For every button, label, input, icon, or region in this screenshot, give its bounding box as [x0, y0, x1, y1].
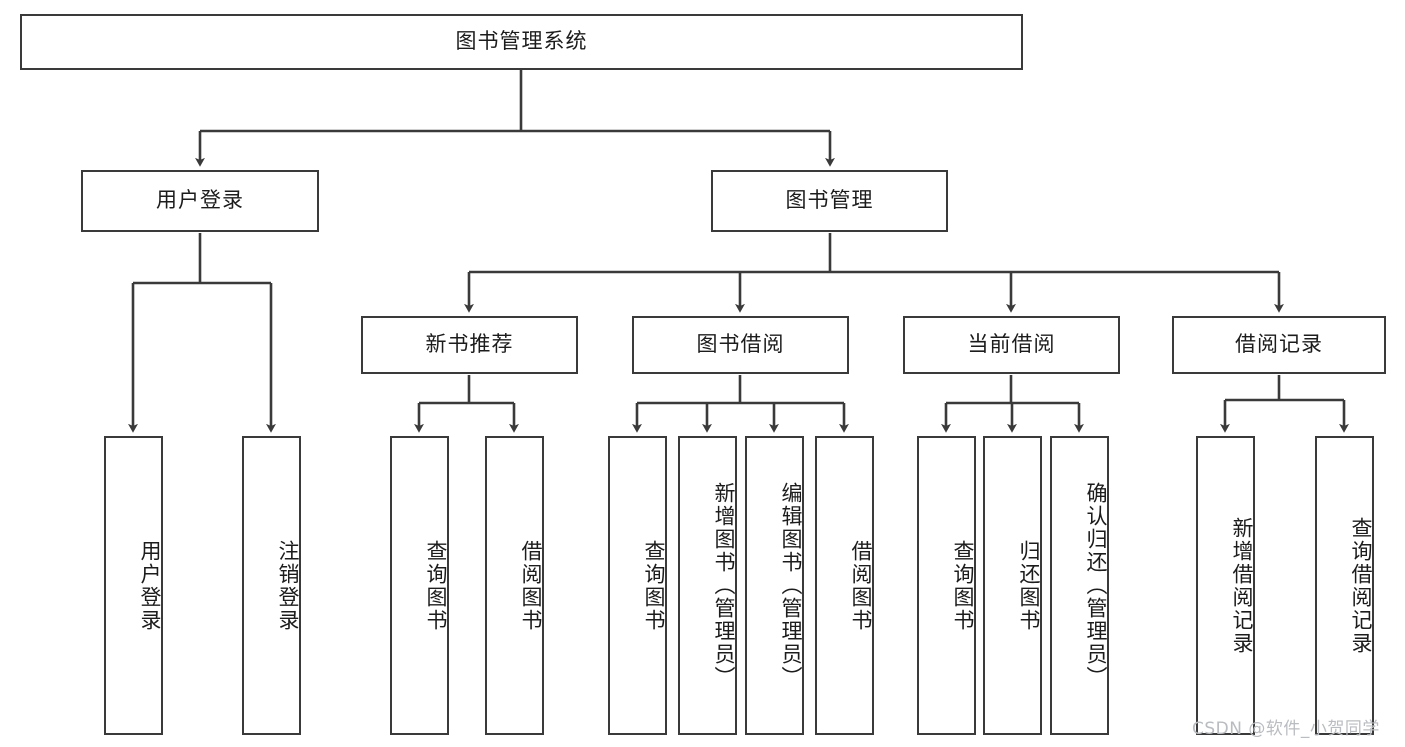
leaf-query-book-2-label: 查询图书	[642, 539, 666, 632]
leaf-borrow-book-1[interactable]: 借阅图书	[485, 436, 544, 735]
node-current-borrow[interactable]: 当前借阅	[903, 316, 1120, 374]
node-user-login[interactable]: 用户登录	[81, 170, 319, 232]
node-new-book-recommend[interactable]: 新书推荐	[361, 316, 578, 374]
leaf-logout-login[interactable]: 注销登录	[242, 436, 301, 735]
leaf-borrow-book-1-label: 借阅图书	[519, 539, 543, 632]
watermark: CSDN @软件_小贺同学	[1192, 719, 1380, 739]
leaf-confirm-return-label: 确认归还（管理员）	[1084, 482, 1108, 689]
node-current-borrow-label: 当前借阅	[967, 332, 1056, 357]
leaf-user-login-label: 用户登录	[138, 539, 162, 632]
leaf-borrow-book-2[interactable]: 借阅图书	[815, 436, 874, 735]
leaf-query-book-2[interactable]: 查询图书	[608, 436, 667, 735]
node-borrow-record-label: 借阅记录	[1235, 332, 1323, 357]
node-book-borrow-label: 图书借阅	[696, 332, 785, 357]
leaf-query-record[interactable]: 查询借阅记录	[1315, 436, 1374, 735]
leaf-borrow-book-2-label: 借阅图书	[849, 539, 873, 632]
leaf-edit-book[interactable]: 编辑图书（管理员）	[745, 436, 804, 735]
leaf-user-login[interactable]: 用户登录	[104, 436, 163, 735]
node-borrow-record[interactable]: 借阅记录	[1172, 316, 1386, 374]
node-book-manage-label: 图书管理	[785, 188, 874, 213]
leaf-add-book-label: 新增图书（管理员）	[712, 482, 736, 689]
leaf-query-book-1-label: 查询图书	[424, 539, 448, 632]
leaf-confirm-return[interactable]: 确认归还（管理员）	[1050, 436, 1109, 735]
node-user-login-label: 用户登录	[156, 188, 244, 213]
leaf-query-book-3-label: 查询图书	[951, 539, 975, 632]
node-book-manage[interactable]: 图书管理	[711, 170, 948, 232]
node-root[interactable]: 图书管理系统	[20, 14, 1023, 70]
leaf-query-record-label: 查询借阅记录	[1349, 516, 1373, 655]
leaf-add-record[interactable]: 新增借阅记录	[1196, 436, 1255, 735]
leaf-logout-login-label: 注销登录	[276, 539, 300, 632]
node-root-label: 图书管理系统	[455, 29, 588, 54]
leaf-add-record-label: 新增借阅记录	[1230, 516, 1254, 655]
node-book-borrow[interactable]: 图书借阅	[632, 316, 849, 374]
leaf-query-book-3[interactable]: 查询图书	[917, 436, 976, 735]
leaf-add-book[interactable]: 新增图书（管理员）	[678, 436, 737, 735]
leaf-query-book-1[interactable]: 查询图书	[390, 436, 449, 735]
leaf-return-book-label: 归还图书	[1017, 539, 1041, 632]
node-new-book-recommend-label: 新书推荐	[425, 332, 514, 357]
leaf-edit-book-label: 编辑图书（管理员）	[779, 482, 803, 689]
leaf-return-book[interactable]: 归还图书	[983, 436, 1042, 735]
